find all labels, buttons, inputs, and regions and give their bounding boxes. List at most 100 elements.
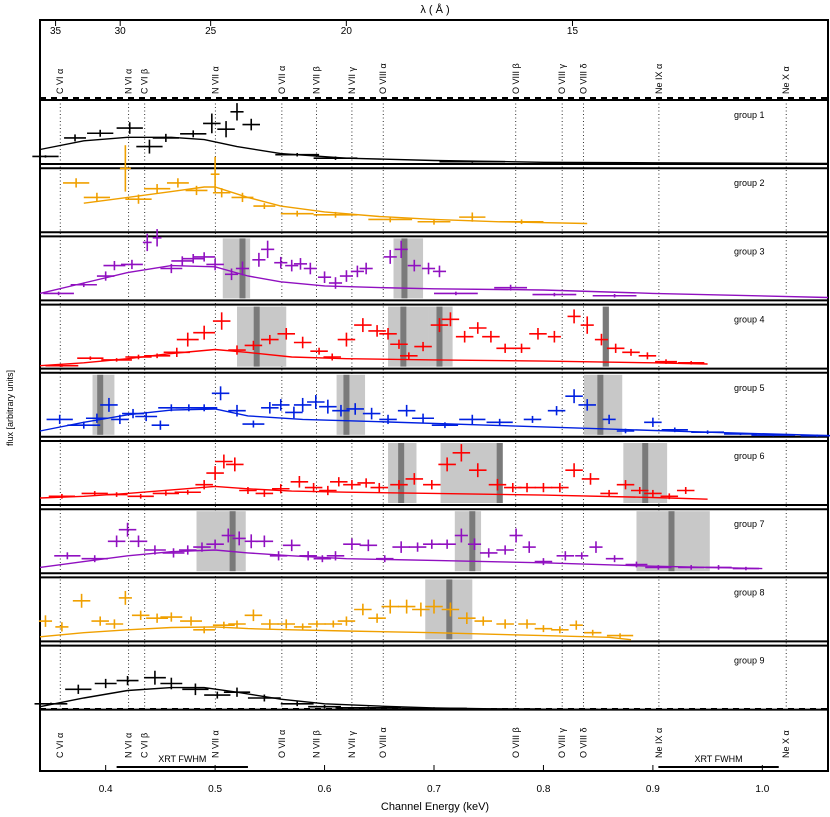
data-point [136, 139, 163, 154]
data-point [285, 406, 303, 419]
data-point [272, 399, 290, 411]
data-point [212, 312, 231, 330]
bottom-tick-label: 0.8 [536, 784, 550, 795]
data-point [120, 259, 143, 270]
data-point [143, 545, 166, 555]
bottom-axis-label: Channel Energy (keV) [381, 801, 489, 813]
data-point [397, 599, 416, 614]
data-point [547, 330, 561, 343]
data-point [193, 325, 216, 340]
data-point [107, 535, 126, 548]
data-point [565, 389, 583, 404]
data-point [206, 258, 224, 271]
data-point [70, 282, 97, 288]
data-point [160, 263, 183, 274]
data-point [253, 203, 276, 209]
line-id-label-top: N VI α [124, 69, 134, 94]
data-point [412, 602, 430, 617]
data-point [129, 535, 148, 548]
data-point [551, 482, 569, 493]
data-point [518, 482, 536, 493]
data-point [594, 333, 609, 346]
data-point [359, 539, 378, 552]
data-point [206, 539, 224, 549]
data-point [193, 542, 211, 552]
shaded-band-center [253, 306, 260, 367]
data-point [151, 420, 170, 430]
data-point [581, 473, 600, 485]
bottom-tick-label: 0.5 [208, 784, 222, 795]
data-point [127, 493, 154, 499]
group-label: group 9 [734, 656, 765, 666]
data-point [547, 406, 566, 416]
data-point [100, 397, 118, 412]
data-point [232, 531, 246, 546]
model-curve [39, 136, 829, 165]
data-point [661, 427, 688, 433]
data-point [337, 616, 356, 626]
data-point [67, 421, 101, 429]
data-point [182, 683, 209, 696]
data-point [354, 603, 372, 616]
data-point [178, 545, 197, 555]
data-point [180, 616, 202, 626]
data-point [605, 555, 624, 563]
data-point [509, 528, 523, 543]
top-tick-label: 20 [341, 26, 353, 37]
data-point [242, 420, 265, 428]
data-point [64, 134, 86, 142]
data-point [474, 616, 493, 626]
data-point [313, 156, 358, 160]
data-point [193, 626, 216, 634]
data-point [616, 480, 635, 490]
data-point [529, 328, 547, 340]
data-point [330, 477, 348, 487]
data-point [414, 341, 432, 352]
line-id-label-bottom: N VII β [312, 730, 322, 758]
data-point [606, 343, 625, 353]
data-point [488, 478, 507, 491]
data-point [430, 318, 449, 333]
line-id-label-top: O VIII γ [557, 63, 567, 94]
data-point [452, 444, 471, 462]
shaded-band [237, 306, 287, 367]
data-point [421, 262, 436, 275]
data-point [800, 434, 830, 437]
data-point [269, 551, 288, 561]
fwhm-label: XRT FWHM [694, 754, 742, 764]
group-panel: group 5 [39, 371, 830, 438]
data-point [285, 259, 299, 272]
data-point [397, 404, 416, 417]
data-point [239, 487, 257, 494]
data-point [751, 433, 796, 437]
data-point [211, 386, 230, 401]
data-point [583, 629, 602, 636]
line-id-label-top: N VII γ [347, 66, 357, 94]
data-point [644, 417, 662, 427]
data-point [261, 619, 279, 629]
bottom-tick-label: 1.0 [755, 784, 769, 795]
group-label: group 1 [734, 110, 765, 120]
y-axis-label: flux [arbitrary units] [5, 370, 15, 446]
data-point [354, 318, 372, 333]
data-point [337, 332, 356, 347]
data-point [431, 422, 459, 429]
data-point [131, 610, 150, 620]
line-id-label-top: O VIII α [378, 63, 388, 94]
bottom-tick-label: 0.4 [99, 784, 113, 795]
data-point [195, 480, 213, 490]
data-point [423, 480, 441, 490]
data-point [203, 113, 221, 134]
data-point [375, 555, 394, 563]
data-point [182, 254, 205, 264]
data-point [534, 558, 553, 566]
group-label: group 8 [734, 587, 765, 597]
data-point [235, 261, 250, 276]
line-id-label-bottom: O VIII δ [578, 727, 588, 758]
data-point [226, 457, 244, 472]
data-point [441, 602, 460, 617]
data-point [580, 316, 594, 334]
data-point [417, 218, 451, 225]
data-point [494, 284, 528, 291]
data-point [368, 325, 386, 337]
